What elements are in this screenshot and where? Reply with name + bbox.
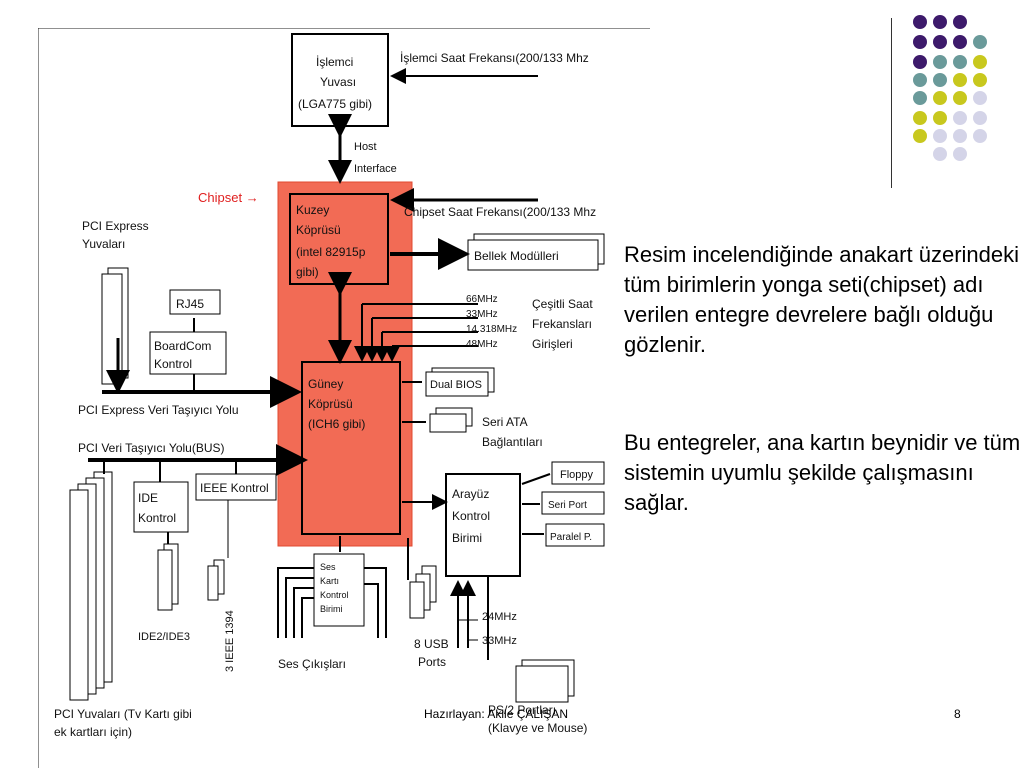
page-number: 8 bbox=[954, 707, 961, 721]
chipset-label: Chipset → bbox=[198, 190, 259, 205]
decorative-dot bbox=[973, 73, 987, 87]
host-interface-line-1: Host bbox=[354, 141, 377, 153]
decorative-dot bbox=[913, 55, 927, 69]
usb-line-1: 8 USB bbox=[414, 637, 449, 651]
dual-bios-label: Dual BIOS bbox=[430, 379, 482, 391]
decorative-dot bbox=[933, 55, 947, 69]
pcie-slots-line-1: PCI Express bbox=[82, 219, 149, 233]
boardcom-line-2: Kontrol bbox=[154, 357, 192, 371]
north-bridge-line-3: (intel 82915p bbox=[296, 245, 366, 259]
decorative-dot bbox=[913, 73, 927, 87]
decorative-dot bbox=[933, 73, 947, 87]
freq-14: 14.318MHz bbox=[466, 324, 517, 335]
decorative-dot bbox=[953, 55, 967, 69]
chipset-highlight bbox=[277, 181, 413, 547]
footer-author: Hazırlayan: Akile ÇALIŞAN bbox=[424, 707, 569, 721]
cpu-clock-label: İşlemci Saat Frekansı(200/133 Mhz bbox=[400, 51, 589, 65]
decorative-dot bbox=[953, 35, 967, 49]
decorative-dot bbox=[933, 147, 947, 161]
divider-line bbox=[891, 18, 892, 188]
decorative-dot bbox=[973, 129, 987, 143]
ide-control-line-2: Kontrol bbox=[138, 511, 176, 525]
decorative-dot bbox=[973, 111, 987, 125]
sound-unit-line-2: Kartı bbox=[320, 576, 339, 586]
io-freq-33: 33MHz bbox=[482, 635, 517, 647]
sound-outputs-label: Ses Çıkışları bbox=[278, 657, 346, 671]
io-control-line-1: Arayüz bbox=[452, 487, 489, 501]
decorative-dot bbox=[933, 15, 947, 29]
pcie-bus-label: PCI Express Veri Taşıyıcı Yolu bbox=[78, 403, 239, 417]
decorative-dot bbox=[953, 73, 967, 87]
io-control-line-3: Birimi bbox=[452, 531, 482, 545]
ps2-line-2: (Klavye ve Mouse) bbox=[488, 721, 587, 735]
ps2-line-1: PS/2 Portları bbox=[488, 703, 556, 717]
rj45-label: RJ45 bbox=[176, 297, 204, 311]
south-bridge-line-1: Güney bbox=[308, 377, 343, 391]
sata-line-2: Bağlantıları bbox=[482, 435, 543, 449]
serial-port-label: Seri Port bbox=[548, 500, 587, 511]
chipset-clock-label: Chipset Saat Frekansı(200/133 Mhz bbox=[404, 205, 596, 219]
clock-inputs-line-3: Girişleri bbox=[532, 337, 573, 351]
ieee-control-label: IEEE Kontrol bbox=[200, 481, 269, 495]
clock-inputs-line-1: Çeşitli Saat bbox=[532, 297, 593, 311]
ieee1394-label: 3 IEEE 1394 bbox=[224, 610, 236, 672]
decorative-dot bbox=[913, 35, 927, 49]
decorative-dot bbox=[973, 35, 987, 49]
south-bridge-line-3: (ICH6 gibi) bbox=[308, 417, 365, 431]
ide-control-line-1: IDE bbox=[138, 491, 158, 505]
decorative-dot bbox=[953, 15, 967, 29]
north-bridge-line-4: gibi) bbox=[296, 265, 319, 279]
floppy-label: Floppy bbox=[560, 469, 594, 481]
clock-inputs-line-2: Frekansları bbox=[532, 317, 592, 331]
sound-unit-line-3: Kontrol bbox=[320, 590, 349, 600]
body-paragraph-2: Bu entegreler, ana kartın beynidir ve tü… bbox=[624, 430, 1021, 515]
south-bridge-line-2: Köprüsü bbox=[308, 397, 353, 411]
sound-unit-line-4: Birimi bbox=[320, 604, 343, 614]
ide-ports-label: IDE2/IDE3 bbox=[138, 631, 190, 643]
pci-slots-line-1: PCI Yuvaları (Tv Kartı gibi bbox=[54, 707, 192, 721]
decorative-dot bbox=[933, 111, 947, 125]
decorative-dot bbox=[913, 111, 927, 125]
sound-unit-line-1: Ses bbox=[320, 562, 336, 572]
io-control-line-2: Kontrol bbox=[452, 509, 490, 523]
io-freq-24: 24MHz bbox=[482, 611, 517, 623]
north-bridge-line-2: Köprüsü bbox=[296, 223, 341, 237]
decorative-dot bbox=[933, 35, 947, 49]
decorative-dot bbox=[953, 91, 967, 105]
pci-slots-line-2: ek kartları için) bbox=[54, 725, 132, 739]
decorative-dot bbox=[973, 55, 987, 69]
boardcom-line-1: BoardCom bbox=[154, 339, 211, 353]
freq-33: 33MHz bbox=[466, 309, 498, 320]
decorative-dot bbox=[953, 111, 967, 125]
usb-line-2: Ports bbox=[418, 655, 446, 669]
cpu-socket-line-3: (LGA775 gibi) bbox=[298, 97, 372, 111]
cpu-socket-line-2: Yuvası bbox=[320, 75, 356, 89]
decorative-dot bbox=[913, 129, 927, 143]
io-control-box bbox=[445, 473, 521, 577]
motherboard-diagram: Chipset → İşlemci Yuvası (LGA775 gibi) İ… bbox=[38, 28, 650, 768]
decorative-dot bbox=[913, 15, 927, 29]
cpu-socket-box bbox=[291, 33, 389, 127]
decorative-dot-grid bbox=[913, 15, 987, 161]
memory-modules-label: Bellek Modülleri bbox=[474, 249, 559, 263]
decorative-dot bbox=[953, 129, 967, 143]
decorative-dot bbox=[973, 91, 987, 105]
north-bridge-line-1: Kuzey bbox=[296, 203, 329, 217]
cpu-socket-line-1: İşlemci bbox=[316, 55, 353, 69]
parallel-port-label: Paralel P. bbox=[550, 532, 592, 543]
decorative-dot bbox=[933, 91, 947, 105]
decorative-dot bbox=[953, 147, 967, 161]
decorative-dot bbox=[913, 91, 927, 105]
body-paragraph-1: Resim incelendiğinde anakart üzerindeki … bbox=[624, 242, 1020, 357]
host-interface-line-2: Interface bbox=[354, 163, 397, 175]
sata-line-1: Seri ATA bbox=[482, 415, 528, 429]
freq-48: 48MHz bbox=[466, 339, 498, 350]
pci-bus-label: PCI Veri Taşıyıcı Yolu(BUS) bbox=[78, 441, 225, 455]
freq-66: 66MHz bbox=[466, 294, 498, 305]
decorative-dot bbox=[933, 129, 947, 143]
pcie-slots-line-2: Yuvaları bbox=[82, 237, 125, 251]
